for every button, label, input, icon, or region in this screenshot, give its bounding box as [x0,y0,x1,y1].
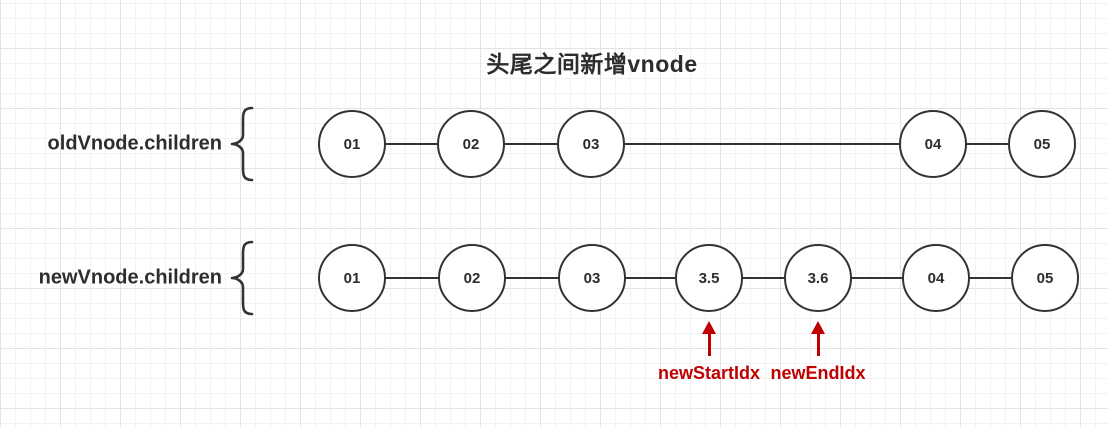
connector-line [352,142,1042,146]
vnode-value: 05 [1036,269,1054,287]
vnode-value: 02 [462,135,480,153]
vnode-circle: 3.6 [784,244,852,312]
vnode-value: 3.5 [698,269,720,287]
vnode-circle: 03 [557,110,625,178]
vnode-circle: 02 [437,110,505,178]
vnode-value: 03 [583,269,601,287]
vnode-circle: 01 [318,244,386,312]
pointer-label: newEndIdx [770,363,866,383]
vnode-value: 3.6 [807,269,829,287]
vnode-circle: 3.5 [675,244,743,312]
up-arrow-shaft [816,331,820,356]
vnode-value: 04 [927,269,945,287]
vnode-value: 01 [343,135,361,153]
diagram-title: 头尾之间新增vnode [486,51,698,77]
up-arrow-shaft [707,331,711,356]
vnode-value: 04 [924,135,942,153]
up-arrow-icon [811,321,825,334]
row-label: newVnode.children [38,266,222,289]
up-arrow-icon [702,321,716,334]
row-label: oldVnode.children [47,132,222,155]
vnode-circle: 04 [899,110,967,178]
vnode-circle: 05 [1011,244,1079,312]
vnode-value: 03 [582,135,600,153]
vnode-circle: 02 [438,244,506,312]
curly-brace-icon [230,240,254,316]
vnode-value: 01 [343,269,361,287]
vnode-circle: 05 [1008,110,1076,178]
vnode-value: 02 [463,269,481,287]
vnode-circle: 03 [558,244,626,312]
vnode-value: 05 [1033,135,1051,153]
vnode-circle: 01 [318,110,386,178]
curly-brace-icon [230,106,254,182]
pointer-label: newStartIdx [657,363,761,383]
vnode-circle: 04 [902,244,970,312]
